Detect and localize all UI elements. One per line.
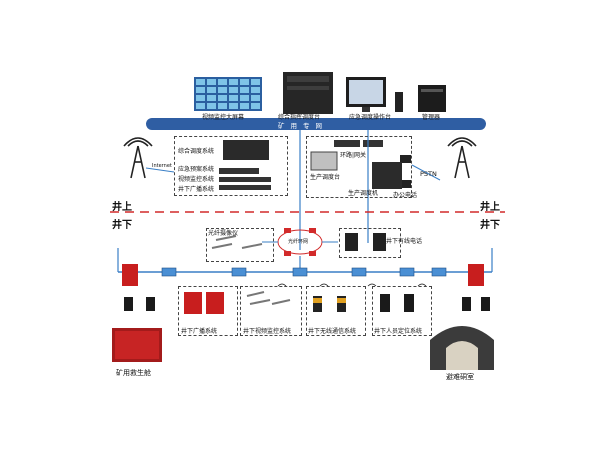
camera-icon bbox=[211, 235, 263, 249]
pc-tower-icon bbox=[395, 92, 403, 112]
dispatch-group-box bbox=[306, 136, 412, 198]
camera-icon bbox=[246, 291, 291, 305]
rack-server-icon bbox=[223, 140, 269, 160]
fiber-camera-label: 光纤摄像仪 bbox=[208, 230, 239, 237]
wireless-ap-icon bbox=[124, 297, 490, 311]
emergency-console-label: 应急调度操作台 bbox=[349, 114, 392, 121]
wired-phone-icon bbox=[345, 233, 358, 251]
above-ground-right-label: 井上 bbox=[480, 202, 500, 213]
server-label: 管理器 bbox=[422, 114, 441, 121]
tower-icon-left bbox=[123, 137, 153, 179]
rack-unit-icon bbox=[219, 168, 259, 174]
phone-icon bbox=[400, 155, 411, 163]
below-ground-right-label: 井下 bbox=[480, 220, 500, 231]
emergency-device-icon bbox=[122, 264, 484, 314]
broadcast-sys-label: 井下广播系统 bbox=[181, 328, 218, 335]
above-ground-left-label: 井上 bbox=[112, 202, 132, 213]
wireless-phone-icon bbox=[313, 296, 346, 312]
phone-group-box bbox=[339, 228, 401, 258]
gateway-icon bbox=[363, 140, 383, 147]
locator-icon bbox=[380, 294, 414, 312]
wired-phone-icon bbox=[373, 233, 386, 251]
video-wall-label: 视频监控大屏幕 bbox=[202, 114, 245, 121]
server-icon bbox=[418, 85, 446, 112]
wired-phone-label: 井下有线电话 bbox=[386, 238, 423, 245]
personnel-group-box bbox=[372, 286, 432, 336]
wireless-group-box bbox=[306, 286, 366, 336]
rescue-capsule-label: 矿用救生舱 bbox=[116, 369, 151, 377]
system-group-box bbox=[174, 136, 288, 196]
broadcast-group-box bbox=[178, 286, 238, 336]
video-wall-icon bbox=[194, 77, 262, 111]
rescue-capsule-icon bbox=[112, 328, 162, 362]
video-sys-label: 井下视频监控系统 bbox=[243, 328, 292, 335]
network-bus bbox=[146, 118, 486, 130]
refuge-chamber-label: 避难硐室 bbox=[446, 373, 474, 381]
switch-icon bbox=[161, 267, 447, 277]
video-monitor-label: 视频监控系统 bbox=[178, 176, 215, 183]
tower-icon-right bbox=[447, 137, 477, 179]
monitor-icon bbox=[346, 77, 386, 112]
prod-dispatcher-label: 生产调度机 bbox=[348, 190, 379, 197]
fiber-ring-label: 光纤环网 bbox=[288, 239, 309, 245]
pstn-label: PSTN bbox=[420, 170, 437, 178]
emergency-plan-label: 应急预案系统 bbox=[178, 166, 215, 173]
office-phone-label: 办公电话 bbox=[393, 192, 418, 199]
underground-broadcast-label: 井下广播系统 bbox=[178, 186, 215, 193]
personnel-sys-label: 井下人员定位系统 bbox=[374, 328, 423, 335]
integrated-dispatch-label: 综合调度系统 bbox=[178, 148, 215, 155]
console-label: 综合指挥调度台 bbox=[278, 114, 321, 121]
office-phone-icon bbox=[400, 180, 411, 188]
dispatcher-icon bbox=[372, 162, 402, 189]
ring-gateway-label: 环路|网关 bbox=[340, 152, 367, 159]
refuge-chamber-icon bbox=[430, 326, 494, 370]
signal-icon bbox=[277, 283, 427, 287]
video-group-box bbox=[240, 286, 302, 336]
rack-unit-icon bbox=[219, 177, 271, 182]
console-icon bbox=[283, 72, 333, 114]
internet-label: Internet bbox=[152, 163, 172, 169]
prod-console-label: 生产调度台 bbox=[310, 174, 341, 181]
below-ground-left-label: 井下 bbox=[112, 220, 132, 231]
gateway-icon bbox=[334, 140, 360, 147]
bus-label: 矿用专网 bbox=[278, 122, 328, 130]
internet-link bbox=[145, 167, 175, 173]
camera-group-box bbox=[206, 228, 274, 262]
console-monitor-icon bbox=[310, 151, 338, 171]
rack-unit-icon bbox=[219, 185, 271, 190]
wireless-sys-label: 井下无线通信系统 bbox=[308, 328, 357, 335]
